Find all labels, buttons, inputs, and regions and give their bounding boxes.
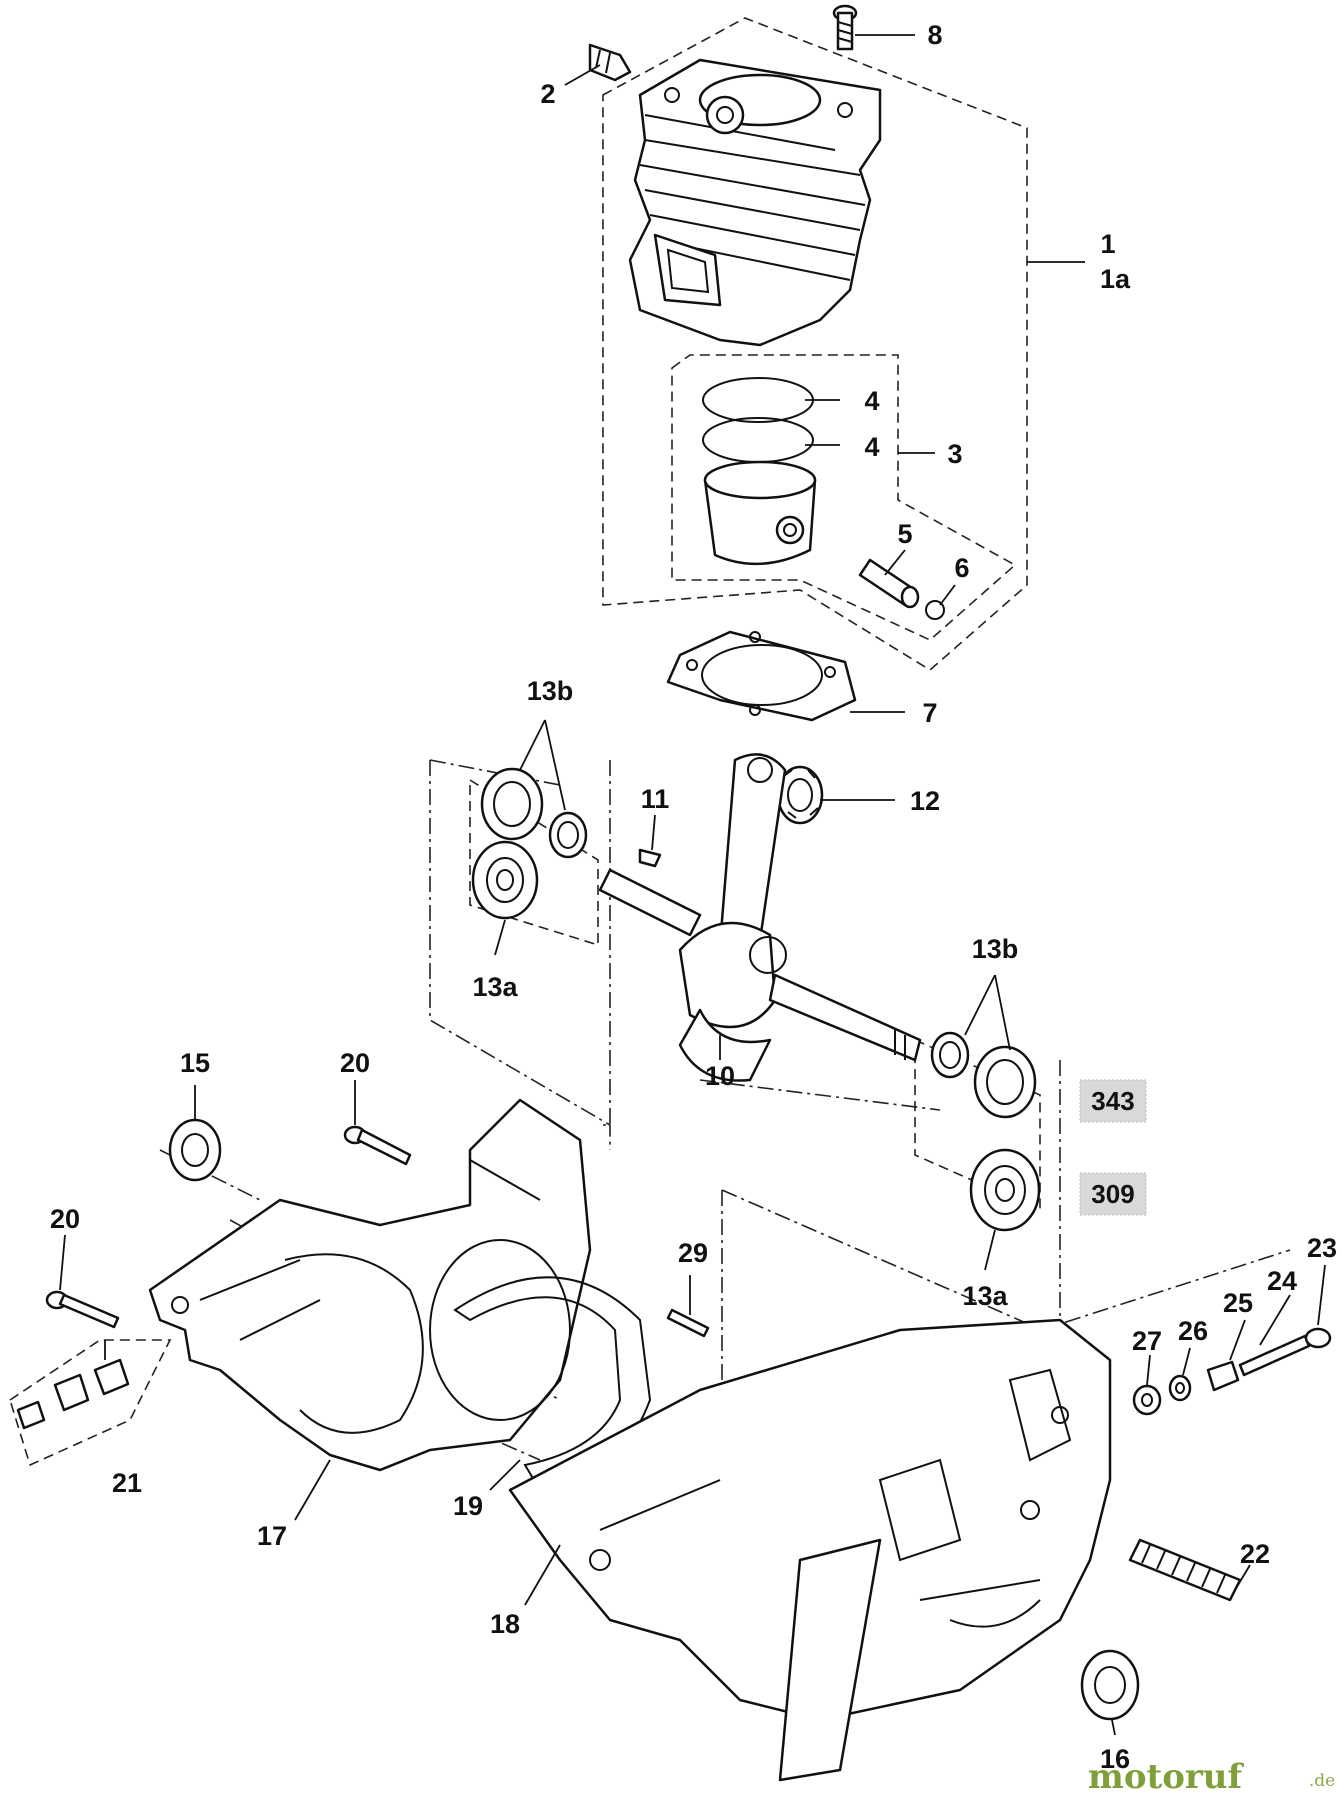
reference-label-309: 309 xyxy=(1091,1179,1134,1209)
piston-pin-part xyxy=(858,558,920,609)
callout-29: 29 xyxy=(678,1238,708,1268)
callout-13b-left: 13b xyxy=(527,676,574,706)
crankcase-half-part xyxy=(148,1098,592,1472)
left-crankcase-screw-part xyxy=(45,1290,120,1329)
tensioner-bolt-part xyxy=(1238,1327,1332,1377)
tensioner-sleeve-part xyxy=(1132,1384,1162,1416)
callout-13b-right: 13b xyxy=(972,934,1019,964)
callout-5: 5 xyxy=(897,519,912,549)
left-ball-bearing-part xyxy=(471,840,539,920)
piston-part xyxy=(703,460,817,566)
leader-lines xyxy=(59,34,1326,1736)
reference-box-343[interactable]: 343 xyxy=(1079,1079,1147,1123)
upper-crankcase-screw-part xyxy=(343,1125,412,1166)
callout-18: 18 xyxy=(490,1609,520,1639)
callout-7: 7 xyxy=(922,698,937,728)
callout-25: 25 xyxy=(1223,1288,1253,1318)
right-ball-bearing-part xyxy=(969,1148,1041,1232)
woodruff-key-part xyxy=(638,848,662,868)
callout-labels: 1 1a 2 3 4 4 5 6 7 8 10 11 12 13a 13a 13… xyxy=(50,20,1337,1774)
left-spacer-part xyxy=(548,811,588,859)
callout-16: 16 xyxy=(1100,1744,1130,1774)
cylinder-part xyxy=(628,58,882,347)
callout-24: 24 xyxy=(1267,1266,1297,1296)
left-seal-ring-part xyxy=(480,767,544,841)
right-crankcase-half-part xyxy=(508,1318,1112,1782)
watermark-logo: motoruf .de xyxy=(1088,1757,1335,1797)
callout-13a-right: 13a xyxy=(962,1281,1008,1311)
upper-oil-seal-part xyxy=(168,1118,222,1182)
callout-15: 15 xyxy=(180,1048,210,1078)
callout-23: 23 xyxy=(1307,1233,1337,1263)
stud-bolt-part xyxy=(1128,1538,1242,1602)
cylinder-screw-part xyxy=(832,4,858,51)
cylinder-group-outline xyxy=(602,17,1028,671)
callout-19: 19 xyxy=(453,1491,483,1521)
callout-4-upper: 4 xyxy=(864,386,879,416)
cylinder-gasket-part xyxy=(666,630,857,722)
watermark-brand: motoruf xyxy=(1088,1757,1245,1797)
tensioner-nut-part xyxy=(1206,1360,1240,1392)
plug-part xyxy=(666,1308,710,1338)
circlip-part xyxy=(925,600,945,620)
callout-21: 21 xyxy=(112,1468,142,1498)
decompression-valve-part xyxy=(588,43,632,82)
crankshaft-part xyxy=(598,753,922,1082)
piston-group-outline xyxy=(671,354,1017,641)
callout-13a-left: 13a xyxy=(472,972,518,1002)
upper-piston-ring-part xyxy=(702,377,814,423)
lower-oil-seal-part xyxy=(1080,1649,1140,1721)
stop-switch-assembly-part xyxy=(9,1339,172,1467)
callout-11: 11 xyxy=(641,784,670,814)
lower-piston-ring-part xyxy=(702,417,814,463)
callout-4-lower: 4 xyxy=(864,432,879,462)
callout-3: 3 xyxy=(947,439,962,469)
reference-label-343: 343 xyxy=(1091,1086,1134,1116)
callout-6: 6 xyxy=(954,553,969,583)
callout-8: 8 xyxy=(927,20,942,50)
callout-22: 22 xyxy=(1240,1539,1270,1569)
callout-17: 17 xyxy=(257,1521,287,1551)
callout-20-top: 20 xyxy=(340,1048,370,1078)
callout-1a: 1a xyxy=(1100,264,1131,294)
needle-bearing-part xyxy=(776,765,824,825)
tensioner-washer-part xyxy=(1168,1374,1192,1402)
callout-12: 12 xyxy=(910,786,940,816)
callout-1: 1 xyxy=(1100,229,1115,259)
right-seal-ring-part xyxy=(973,1045,1037,1119)
callout-26: 26 xyxy=(1178,1316,1208,1346)
callout-2: 2 xyxy=(540,79,555,109)
watermark-suffix: .de xyxy=(1309,1771,1335,1791)
callout-10: 10 xyxy=(705,1061,735,1091)
reference-box-309[interactable]: 309 xyxy=(1079,1172,1147,1216)
callout-27: 27 xyxy=(1132,1326,1162,1356)
callout-20-left: 20 xyxy=(50,1204,80,1234)
right-spacer-part xyxy=(930,1031,970,1079)
